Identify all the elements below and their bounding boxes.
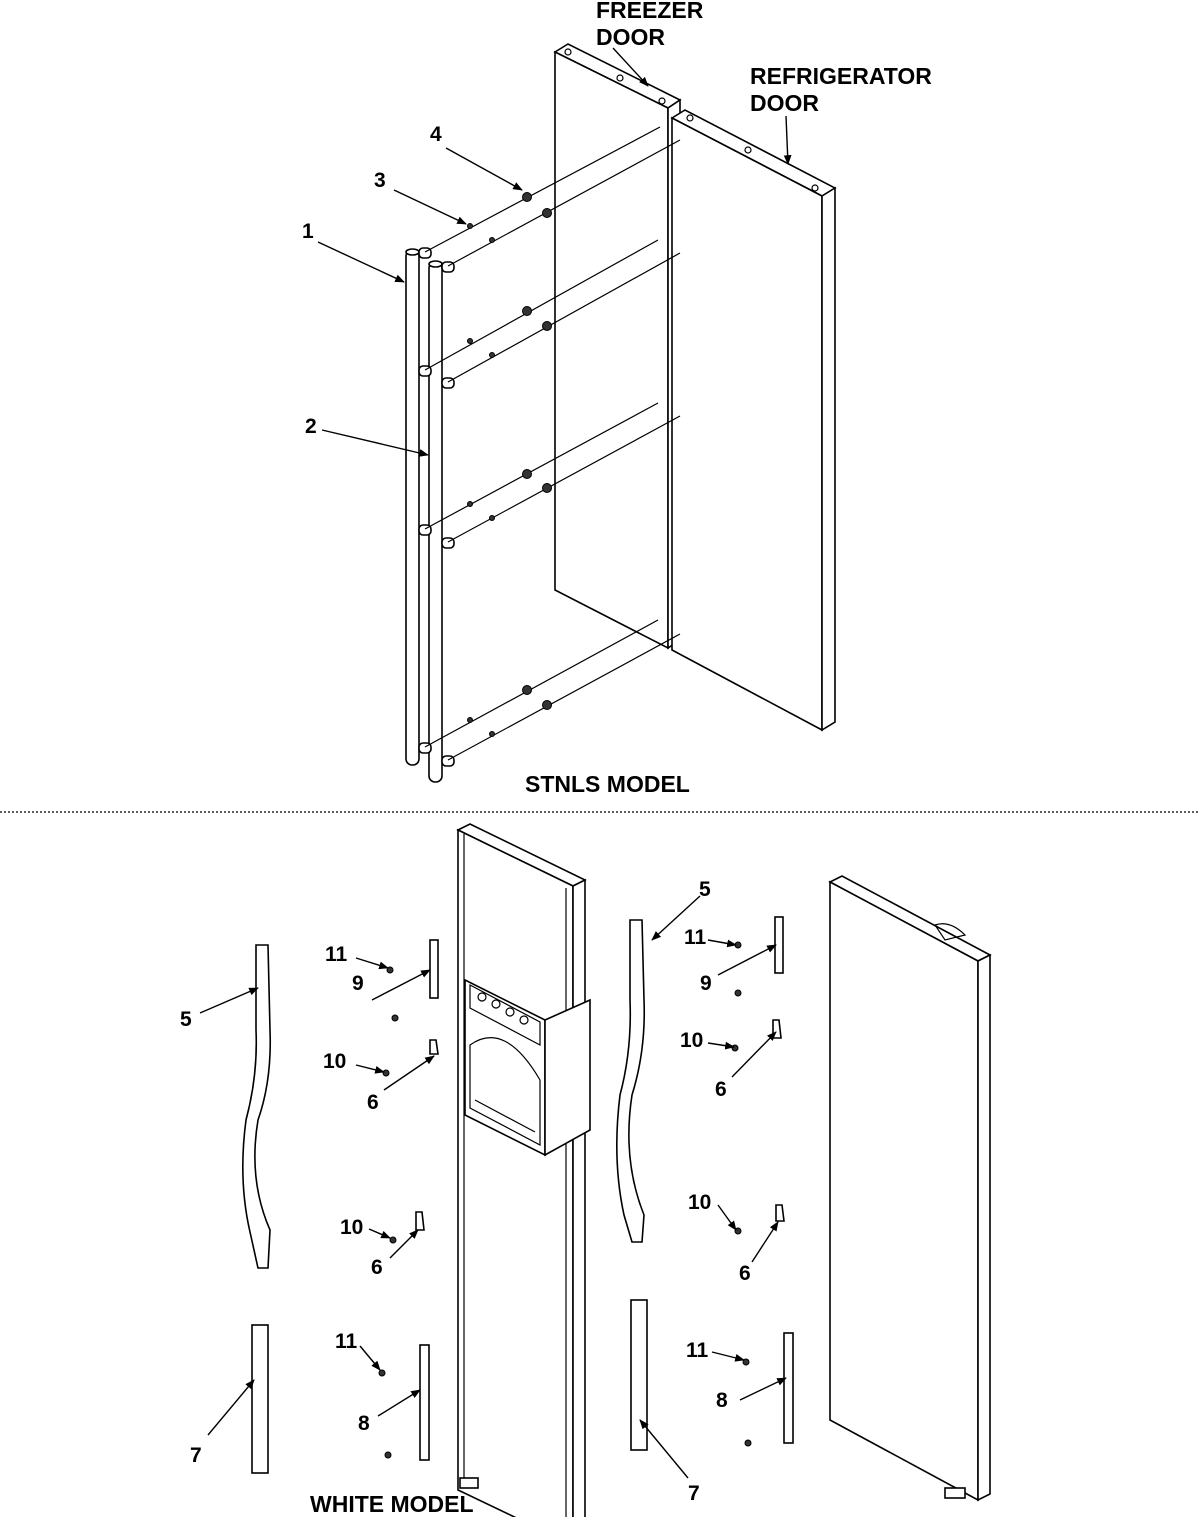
refrigerator-door-label-line1: REFRIGERATOR: [750, 63, 932, 89]
white-leader-lines-refrigerator: [639, 895, 787, 1479]
callout-3: 3: [374, 169, 386, 192]
w-callout-8-right: 8: [716, 1389, 728, 1412]
w-callout-7-right: 7: [688, 1482, 700, 1505]
callout-2: 2: [305, 415, 317, 438]
w-callout-5-left: 5: [180, 1008, 192, 1031]
white-model-section: 5 11 9 10 6 10 6 11 8 7 5 11 9 10 6 10 6…: [180, 823, 992, 1517]
refrigerator-bracket-9: [774, 916, 784, 974]
handle-2-tube: [428, 260, 443, 783]
w-callout-6-left-top: 6: [367, 1091, 379, 1114]
w-callout-10-right-bottom: 10: [688, 1191, 711, 1214]
stnls-leader-lines: [317, 47, 792, 457]
w-callout-8-left: 8: [358, 1412, 370, 1435]
freezer-handle-5: [242, 944, 272, 1269]
w-callout-6-right-top: 6: [715, 1078, 727, 1101]
freezer-bracket-9: [429, 939, 439, 999]
callout-1: 1: [302, 220, 314, 243]
refrigerator-door-label-line2: DOOR: [750, 90, 819, 116]
w-callout-11-left-top: 11: [325, 943, 348, 966]
refrigerator-door-white: [828, 875, 992, 1502]
w-callout-5-right: 5: [699, 878, 711, 901]
w-callout-6-right-bottom: 6: [739, 1262, 751, 1285]
dispenser-panel: [464, 978, 591, 1157]
w-callout-9-right: 9: [700, 972, 712, 995]
w-callout-9-left: 9: [352, 972, 364, 995]
w-callout-10-right-top: 10: [680, 1029, 703, 1052]
w-callout-7-left: 7: [190, 1444, 202, 1467]
freezer-door-label-line1: FREEZER: [596, 0, 704, 23]
freezer-door-with-dispenser: [456, 823, 591, 1517]
w-callout-6-left-bottom: 6: [371, 1256, 383, 1279]
w-callout-10-left-bottom: 10: [340, 1216, 363, 1239]
white-leader-lines-freezer: [199, 957, 435, 1436]
refrigerator-handle-5: [616, 919, 646, 1243]
freezer-door-label-line2: DOOR: [596, 24, 665, 50]
freezer-door-panel: [553, 43, 682, 650]
freezer-bracket-8: [419, 1344, 430, 1461]
callout-4: 4: [430, 123, 442, 146]
w-callout-10-left-top: 10: [323, 1050, 346, 1073]
w-callout-11-right-top: 11: [684, 926, 707, 949]
refrigerator-bracket-8: [783, 1332, 794, 1444]
white-model-title: WHITE MODEL: [310, 1491, 474, 1517]
mounting-lines: [424, 126, 681, 761]
refrigerator-door-panel: [670, 109, 837, 732]
clips-6: [415, 1019, 785, 1231]
w-callout-11-left-bottom: 11: [335, 1330, 358, 1353]
handle-1-tube: [405, 248, 420, 766]
fastener-hardware: [467, 192, 552, 737]
w-callout-11-right-bottom: 11: [686, 1339, 709, 1362]
freezer-trim-7: [251, 1324, 269, 1474]
refrigerator-trim-7: [630, 1299, 648, 1451]
stnls-model-title: STNLS MODEL: [525, 771, 690, 797]
stnls-model-section: FREEZER DOOR REFRIGERATOR DOOR 4 3 1 2 S…: [302, 0, 932, 797]
